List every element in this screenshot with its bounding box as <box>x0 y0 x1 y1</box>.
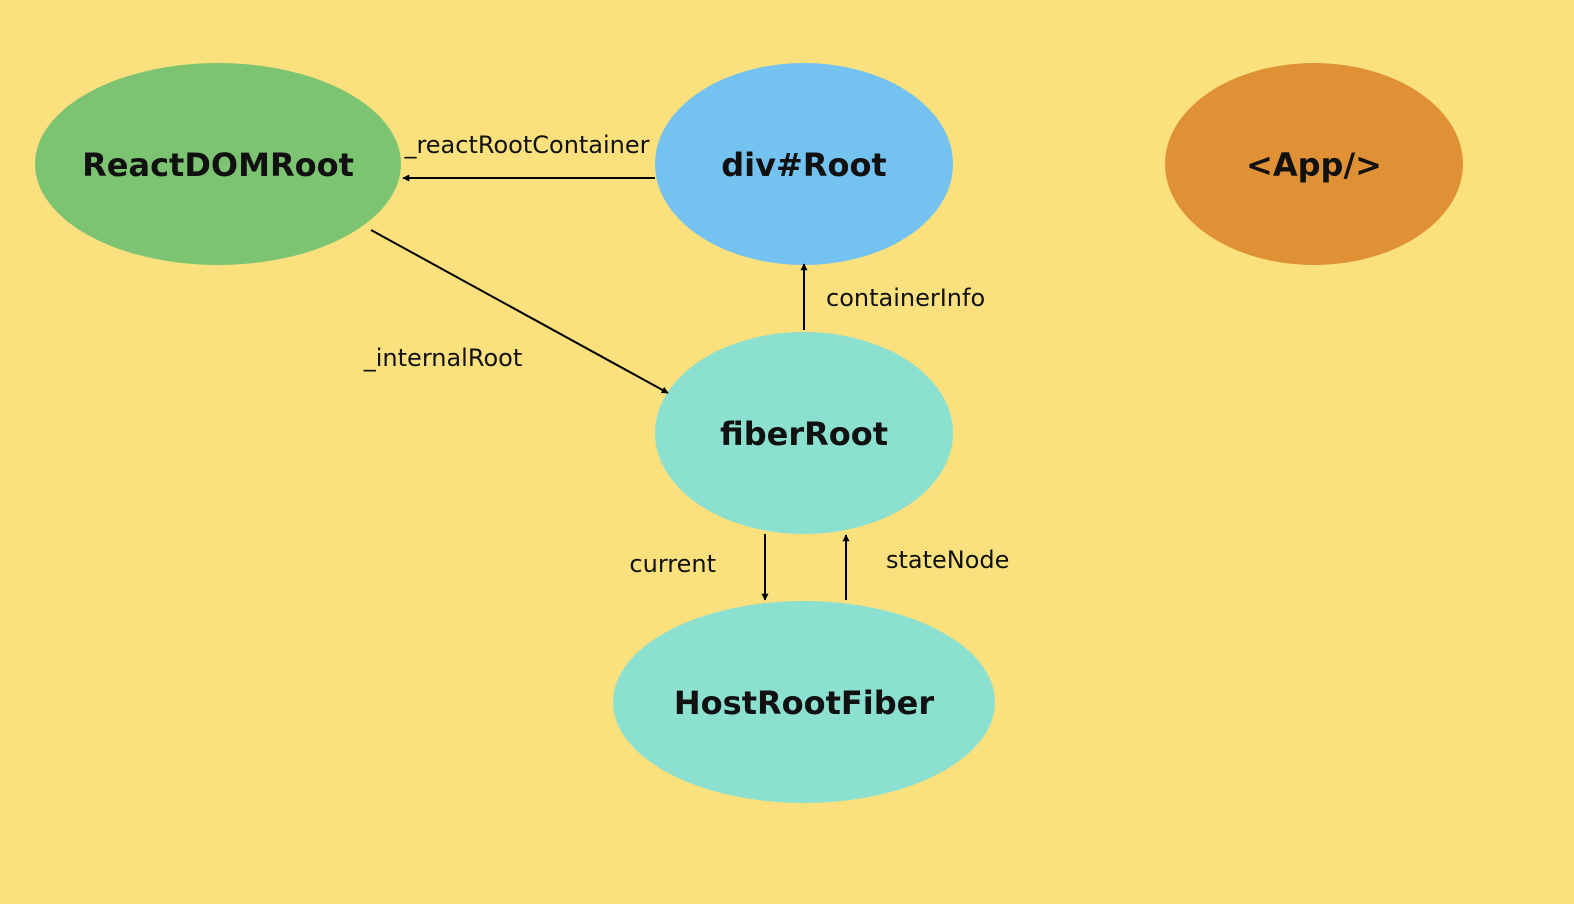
edge-current-label: current <box>629 550 716 578</box>
node-host-root-fiber-shape <box>613 601 995 803</box>
node-react-dom-root-shape <box>35 63 401 265</box>
node-app-shape <box>1165 63 1463 265</box>
node-fiber-root: fiberRoot <box>655 332 953 534</box>
node-host-root-fiber-label: HostRootFiber <box>674 684 934 722</box>
node-div-root: div#Root <box>655 63 953 265</box>
node-host-root-fiber: HostRootFiber <box>613 601 995 803</box>
node-fiber-root-shape <box>655 332 953 534</box>
edge-react-root-container-label: _reactRootContainer <box>403 131 649 159</box>
node-app: <App/> <box>1165 63 1463 265</box>
node-div-root-shape <box>655 63 953 265</box>
edge-container-info-label: containerInfo <box>826 284 985 312</box>
edge-container-info: containerInfo <box>800 263 985 330</box>
edge-react-root-container: _reactRootContainer <box>402 131 655 182</box>
edge-state-node-label: stateNode <box>886 546 1009 574</box>
node-fiber-root-label: fiberRoot <box>720 415 888 453</box>
node-react-dom-root-label: ReactDOMRoot <box>82 146 354 184</box>
edge-state-node: stateNode <box>842 534 1009 600</box>
node-app-label: <App/> <box>1246 146 1382 184</box>
edge-current: current <box>629 534 769 601</box>
edge-internal-root: _internalRoot <box>363 229 669 394</box>
edge-internal-root-label: _internalRoot <box>363 344 522 372</box>
node-div-root-label: div#Root <box>721 146 886 184</box>
node-react-dom-root: ReactDOMRoot <box>35 63 401 265</box>
edge-internal-root-arrow <box>370 229 669 394</box>
